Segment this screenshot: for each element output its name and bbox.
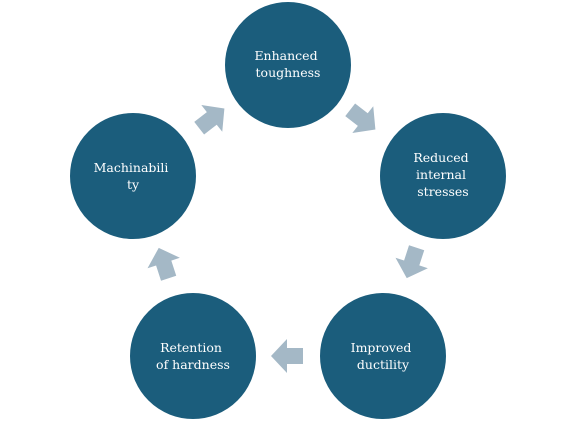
- node-improved-ductility: Improved ductility: [318, 291, 448, 421]
- node-circle: [378, 111, 508, 241]
- arrow-ductility-to-hardness-icon: [271, 339, 303, 373]
- arrow-stresses-to-ductility-icon: [395, 245, 428, 279]
- node-label: Retention of hardness: [156, 340, 230, 372]
- node-circle: [68, 111, 198, 241]
- node-circle: [318, 291, 448, 421]
- node-circle: [223, 0, 353, 130]
- node-label-line: ductility: [357, 357, 410, 372]
- node-label: Enhanced toughness: [254, 48, 321, 80]
- node-label-line: stresses: [417, 184, 468, 199]
- node-enhanced-toughness: Enhanced toughness: [223, 0, 353, 130]
- node-label-line: Machinabili: [94, 160, 169, 175]
- arrow-toughness-to-stresses-icon: [345, 103, 376, 134]
- node-label: Improved ductility: [351, 340, 416, 372]
- node-label-line: of hardness: [156, 357, 230, 372]
- node-label-line: Retention: [160, 340, 222, 355]
- node-retention-of-hardness: Retention of hardness: [128, 291, 258, 421]
- node-label-line: Enhanced: [254, 48, 317, 63]
- node-label-line: ty: [127, 177, 140, 192]
- node-circle: [128, 291, 258, 421]
- arrows-group: [147, 103, 428, 373]
- node-reduced-internal-stresses: Reduced internal stresses: [378, 111, 508, 241]
- arrow-hardness-to-machinability-icon: [147, 247, 180, 281]
- node-machinability: Machinabili ty: [68, 111, 198, 241]
- node-label: Reduced internal stresses: [413, 150, 472, 199]
- node-label-line: internal: [416, 167, 466, 182]
- node-label-line: toughness: [256, 65, 321, 80]
- arrow-machinability-to-toughness-icon: [194, 104, 225, 135]
- node-label: Machinabili ty: [94, 160, 173, 192]
- node-label-line: Improved: [351, 340, 412, 355]
- node-label-line: Reduced: [413, 150, 468, 165]
